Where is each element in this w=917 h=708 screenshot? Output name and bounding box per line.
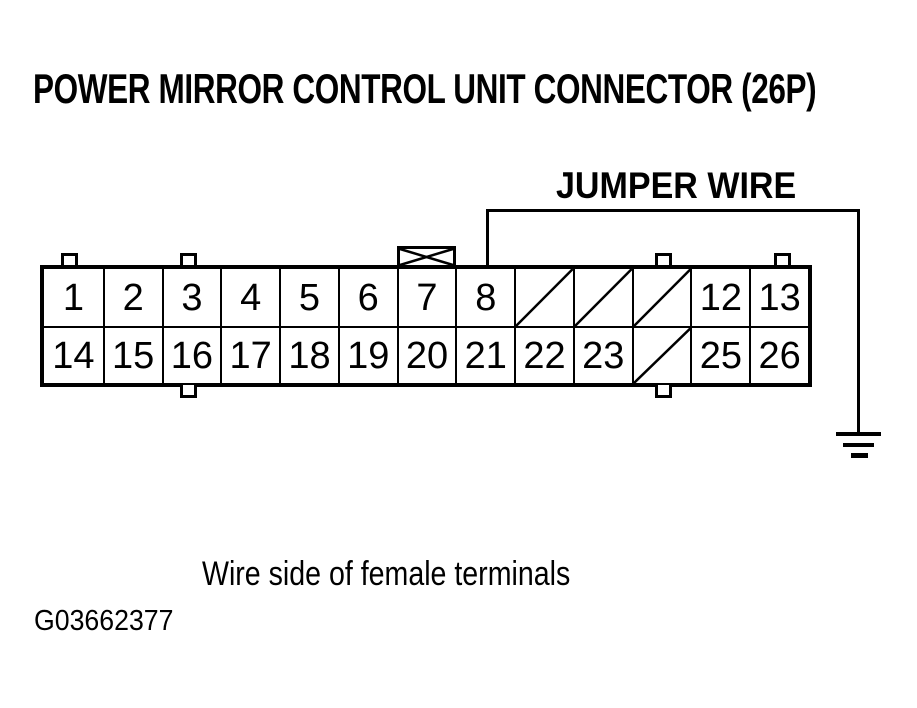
connector-tab-bottom-2 — [655, 385, 672, 398]
connector-cell-blank — [631, 326, 691, 383]
connector-cell-pin-2: 2 — [102, 269, 162, 326]
connector-cell-blank — [514, 269, 573, 326]
ground-bar-long — [836, 432, 881, 436]
connector-cell-blank — [631, 269, 691, 326]
connector-tab-bottom-1 — [180, 385, 197, 398]
jumper-wire-label: JUMPER WIRE — [556, 165, 797, 206]
ground-icon — [836, 432, 881, 459]
connector-cell-pin-18: 18 — [279, 326, 338, 383]
connector-tab-top-3 — [655, 253, 672, 266]
ground-bar-medium — [843, 443, 874, 447]
connector-cell-pin-8: 8 — [455, 269, 515, 326]
connector-cell-pin-21: 21 — [455, 326, 515, 383]
figure-code: G03662377 — [34, 605, 174, 637]
jumper-wire-line-horizontal — [486, 209, 860, 212]
connector-cell-pin-19: 19 — [337, 326, 397, 383]
connector-cell-pin-6: 6 — [337, 269, 397, 326]
connector-cell-pin-22: 22 — [514, 326, 573, 383]
connector-cell-pin-25: 25 — [690, 326, 750, 383]
connector-cell-pin-16: 16 — [161, 326, 221, 383]
connector-cell-pin-13: 13 — [749, 269, 808, 326]
connector-tab-top-2 — [180, 253, 197, 266]
connector-cell-blank — [572, 269, 632, 326]
jumper-wire-line-to-ground — [857, 209, 860, 433]
connector-cell-pin-14: 14 — [44, 326, 103, 383]
connector-cell-pin-17: 17 — [220, 326, 280, 383]
connector-cell-pin-12: 12 — [690, 269, 750, 326]
connector-cell-pin-3: 3 — [161, 269, 221, 326]
connector-cell-pin-26: 26 — [749, 326, 808, 383]
connector-cell-pin-23: 23 — [572, 326, 632, 383]
diagram-title: POWER MIRROR CONTROL UNIT CONNECTOR (26P… — [33, 65, 817, 112]
ground-bar-short — [851, 453, 868, 458]
connector-tab-top-1 — [61, 253, 78, 266]
connector-cell-pin-1: 1 — [44, 269, 103, 326]
caption: Wire side of female terminals — [202, 555, 571, 593]
connector-cell-pin-7: 7 — [396, 269, 456, 326]
jumper-wire-line-to-pin8 — [486, 209, 489, 265]
connector-tab-top-4 — [774, 253, 791, 266]
connector-cell-pin-5: 5 — [279, 269, 338, 326]
connector-cell-pin-15: 15 — [102, 326, 162, 383]
connector-cell-pin-4: 4 — [220, 269, 280, 326]
connector-cell-pin-20: 20 — [396, 326, 456, 383]
